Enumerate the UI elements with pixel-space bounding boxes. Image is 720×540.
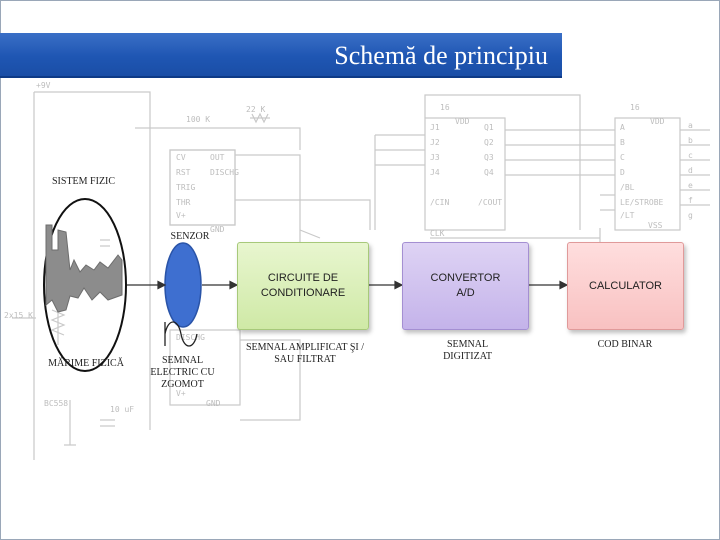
label-semnal-amplificat: SEMNAL AMPLIFICAT ŞI / SAU FILTRAT <box>245 342 365 365</box>
label-semnal-digitizat: SEMNAL DIGITIZAT <box>443 339 492 362</box>
svg-text:g: g <box>688 211 693 220</box>
label-cod-binar: COD BINAR <box>597 339 653 350</box>
label-semnal-electric: SEMNAL ELECTRIC CU ZGOMOT <box>150 355 215 390</box>
svg-text:J1: J1 <box>430 123 440 132</box>
svg-text:Q3: Q3 <box>484 153 494 162</box>
svg-text:V+: V+ <box>176 211 186 220</box>
svg-text:16: 16 <box>440 103 450 112</box>
svg-text:GND: GND <box>206 399 221 408</box>
svg-text:100 K: 100 K <box>186 115 210 124</box>
svg-text:d: d <box>688 166 693 175</box>
calculator-label: CALCULATOR <box>589 279 662 292</box>
label-senzor: SENZOR <box>170 231 210 242</box>
svg-text:GND: GND <box>210 225 225 234</box>
svg-text:B: B <box>620 138 625 147</box>
svg-text:LE/STROBE: LE/STROBE <box>620 198 664 207</box>
svg-text:Q1: Q1 <box>484 123 494 132</box>
title-bar: Schemă de principiu <box>0 33 562 78</box>
svg-text:BC558: BC558 <box>44 399 68 408</box>
svg-text:+9V: +9V <box>36 81 51 90</box>
svg-text:/BL: /BL <box>620 183 635 192</box>
svg-text:DISCHG: DISCHG <box>176 333 205 342</box>
svg-text:22 K: 22 K <box>246 105 265 114</box>
sensor-shape <box>164 242 202 328</box>
calculator-block: CALCULATOR <box>567 242 684 330</box>
svg-text:RST: RST <box>176 168 191 177</box>
label-marime-fizica: MĂRIME FIZICĂ <box>48 358 124 369</box>
svg-text:CV: CV <box>176 153 186 162</box>
svg-text:DISCHG: DISCHG <box>210 168 239 177</box>
svg-text:/LT: /LT <box>620 211 635 220</box>
svg-text:D: D <box>620 168 625 177</box>
svg-text:c: c <box>688 151 693 160</box>
svg-text:VDD: VDD <box>650 117 665 126</box>
adc-converter-block: CONVERTOR A/D <box>402 242 529 330</box>
adc-label: CONVERTOR A/D <box>430 272 501 299</box>
svg-text:10 uF: 10 uF <box>110 405 134 414</box>
label-sistem-fizic: SISTEM FIZIC <box>52 176 116 187</box>
svg-text:/CIN: /CIN <box>430 198 449 207</box>
svg-text:OUT: OUT <box>210 153 225 162</box>
svg-text:J4: J4 <box>430 168 440 177</box>
svg-text:Q2: Q2 <box>484 138 494 147</box>
svg-text:/COUT: /COUT <box>478 198 502 207</box>
svg-text:C: C <box>620 153 625 162</box>
svg-text:f: f <box>688 196 693 205</box>
physical-system-oval <box>43 198 127 372</box>
svg-text:J3: J3 <box>430 153 440 162</box>
svg-text:CLK: CLK <box>430 229 445 238</box>
svg-text:VSS: VSS <box>648 221 663 230</box>
svg-text:16: 16 <box>630 103 640 112</box>
svg-text:Q4: Q4 <box>484 168 494 177</box>
slide-title: Schemă de principiu <box>334 41 548 70</box>
conditioning-label: CIRCUITE DE CONDITIONARE <box>260 272 346 299</box>
svg-text:A: A <box>620 123 625 132</box>
svg-text:VDD: VDD <box>455 117 470 126</box>
physical-signal-trace <box>45 224 123 313</box>
svg-text:e: e <box>688 181 693 190</box>
svg-text:J2: J2 <box>430 138 440 147</box>
svg-text:b: b <box>688 136 693 145</box>
svg-text:TRIG: TRIG <box>176 183 195 192</box>
noisy-signal-icon <box>164 321 198 347</box>
svg-text:a: a <box>688 121 693 130</box>
svg-text:V+: V+ <box>176 389 186 398</box>
svg-text:THR: THR <box>176 198 191 207</box>
conditioning-circuits-block: CIRCUITE DE CONDITIONARE <box>237 242 369 330</box>
svg-text:2x15 K: 2x15 K <box>4 311 33 320</box>
